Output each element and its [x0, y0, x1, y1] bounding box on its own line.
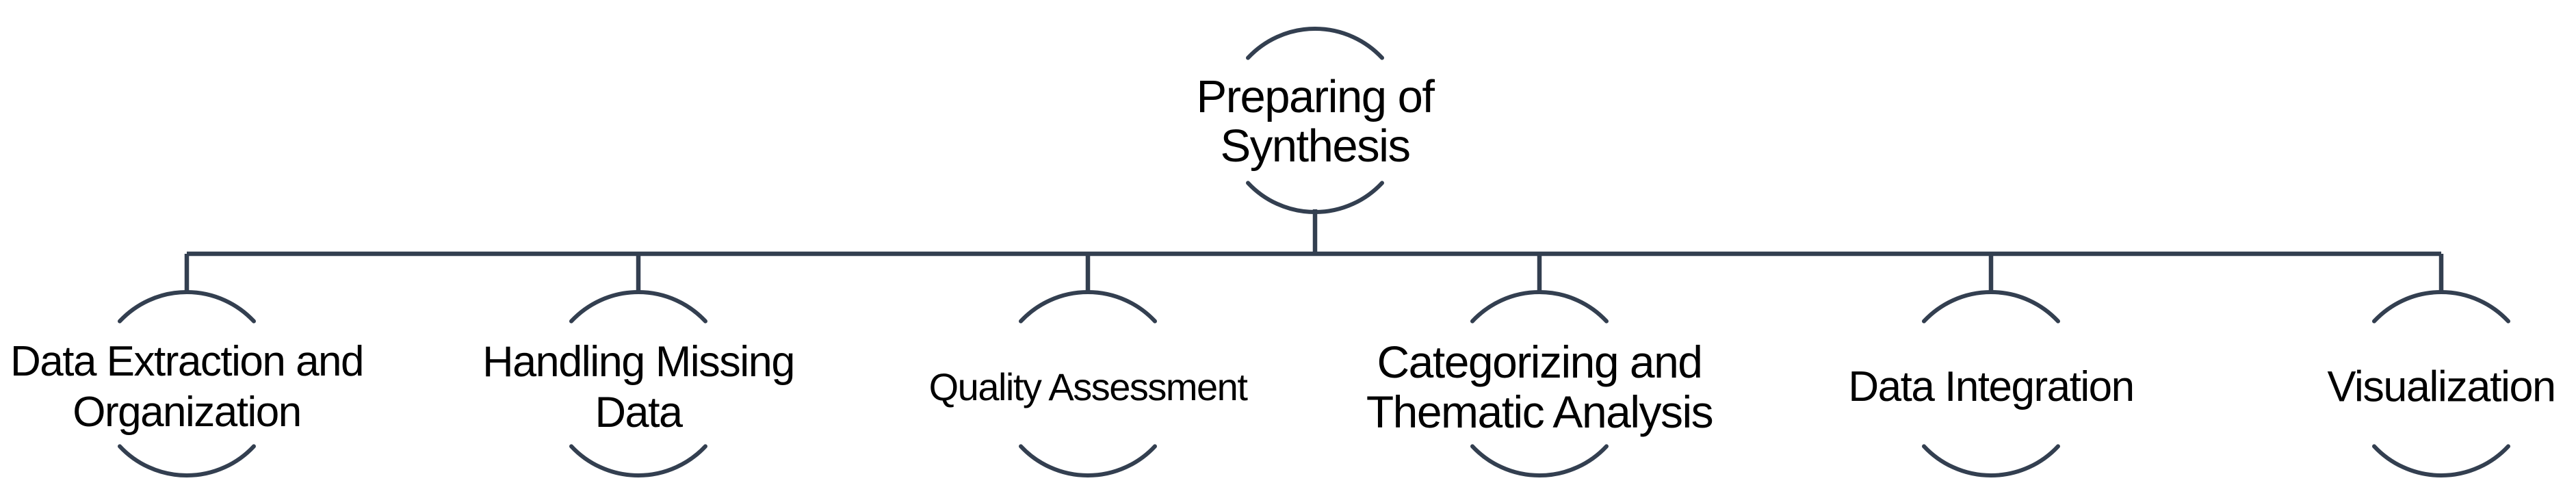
child-node-circle-3	[1019, 290, 1157, 477]
child-node-circle-4	[1470, 290, 1609, 477]
child-node-circle-1	[118, 290, 256, 477]
child-node-label-handling-missing-data: Handling Missing Data	[482, 338, 795, 436]
root-node-label: Preparing of Synthesis	[1196, 71, 1435, 172]
child-node-circle-6	[2372, 290, 2510, 477]
child-node-label-visualization: Visualization	[2327, 363, 2556, 411]
child-node-label-data-integration: Data Integration	[1848, 363, 2135, 410]
child-node-circle-5	[1922, 290, 2060, 477]
child-node-circle-2	[569, 290, 707, 477]
child-node-label-quality-assessment: Quality Assessment	[928, 365, 1248, 408]
child-node-label-categorizing-thematic: Categorizing and Thematic Analysis	[1366, 337, 1714, 437]
root-node-circle	[1246, 27, 1384, 214]
child-node-label-data-extraction: Data Extraction and Organization	[10, 338, 365, 436]
